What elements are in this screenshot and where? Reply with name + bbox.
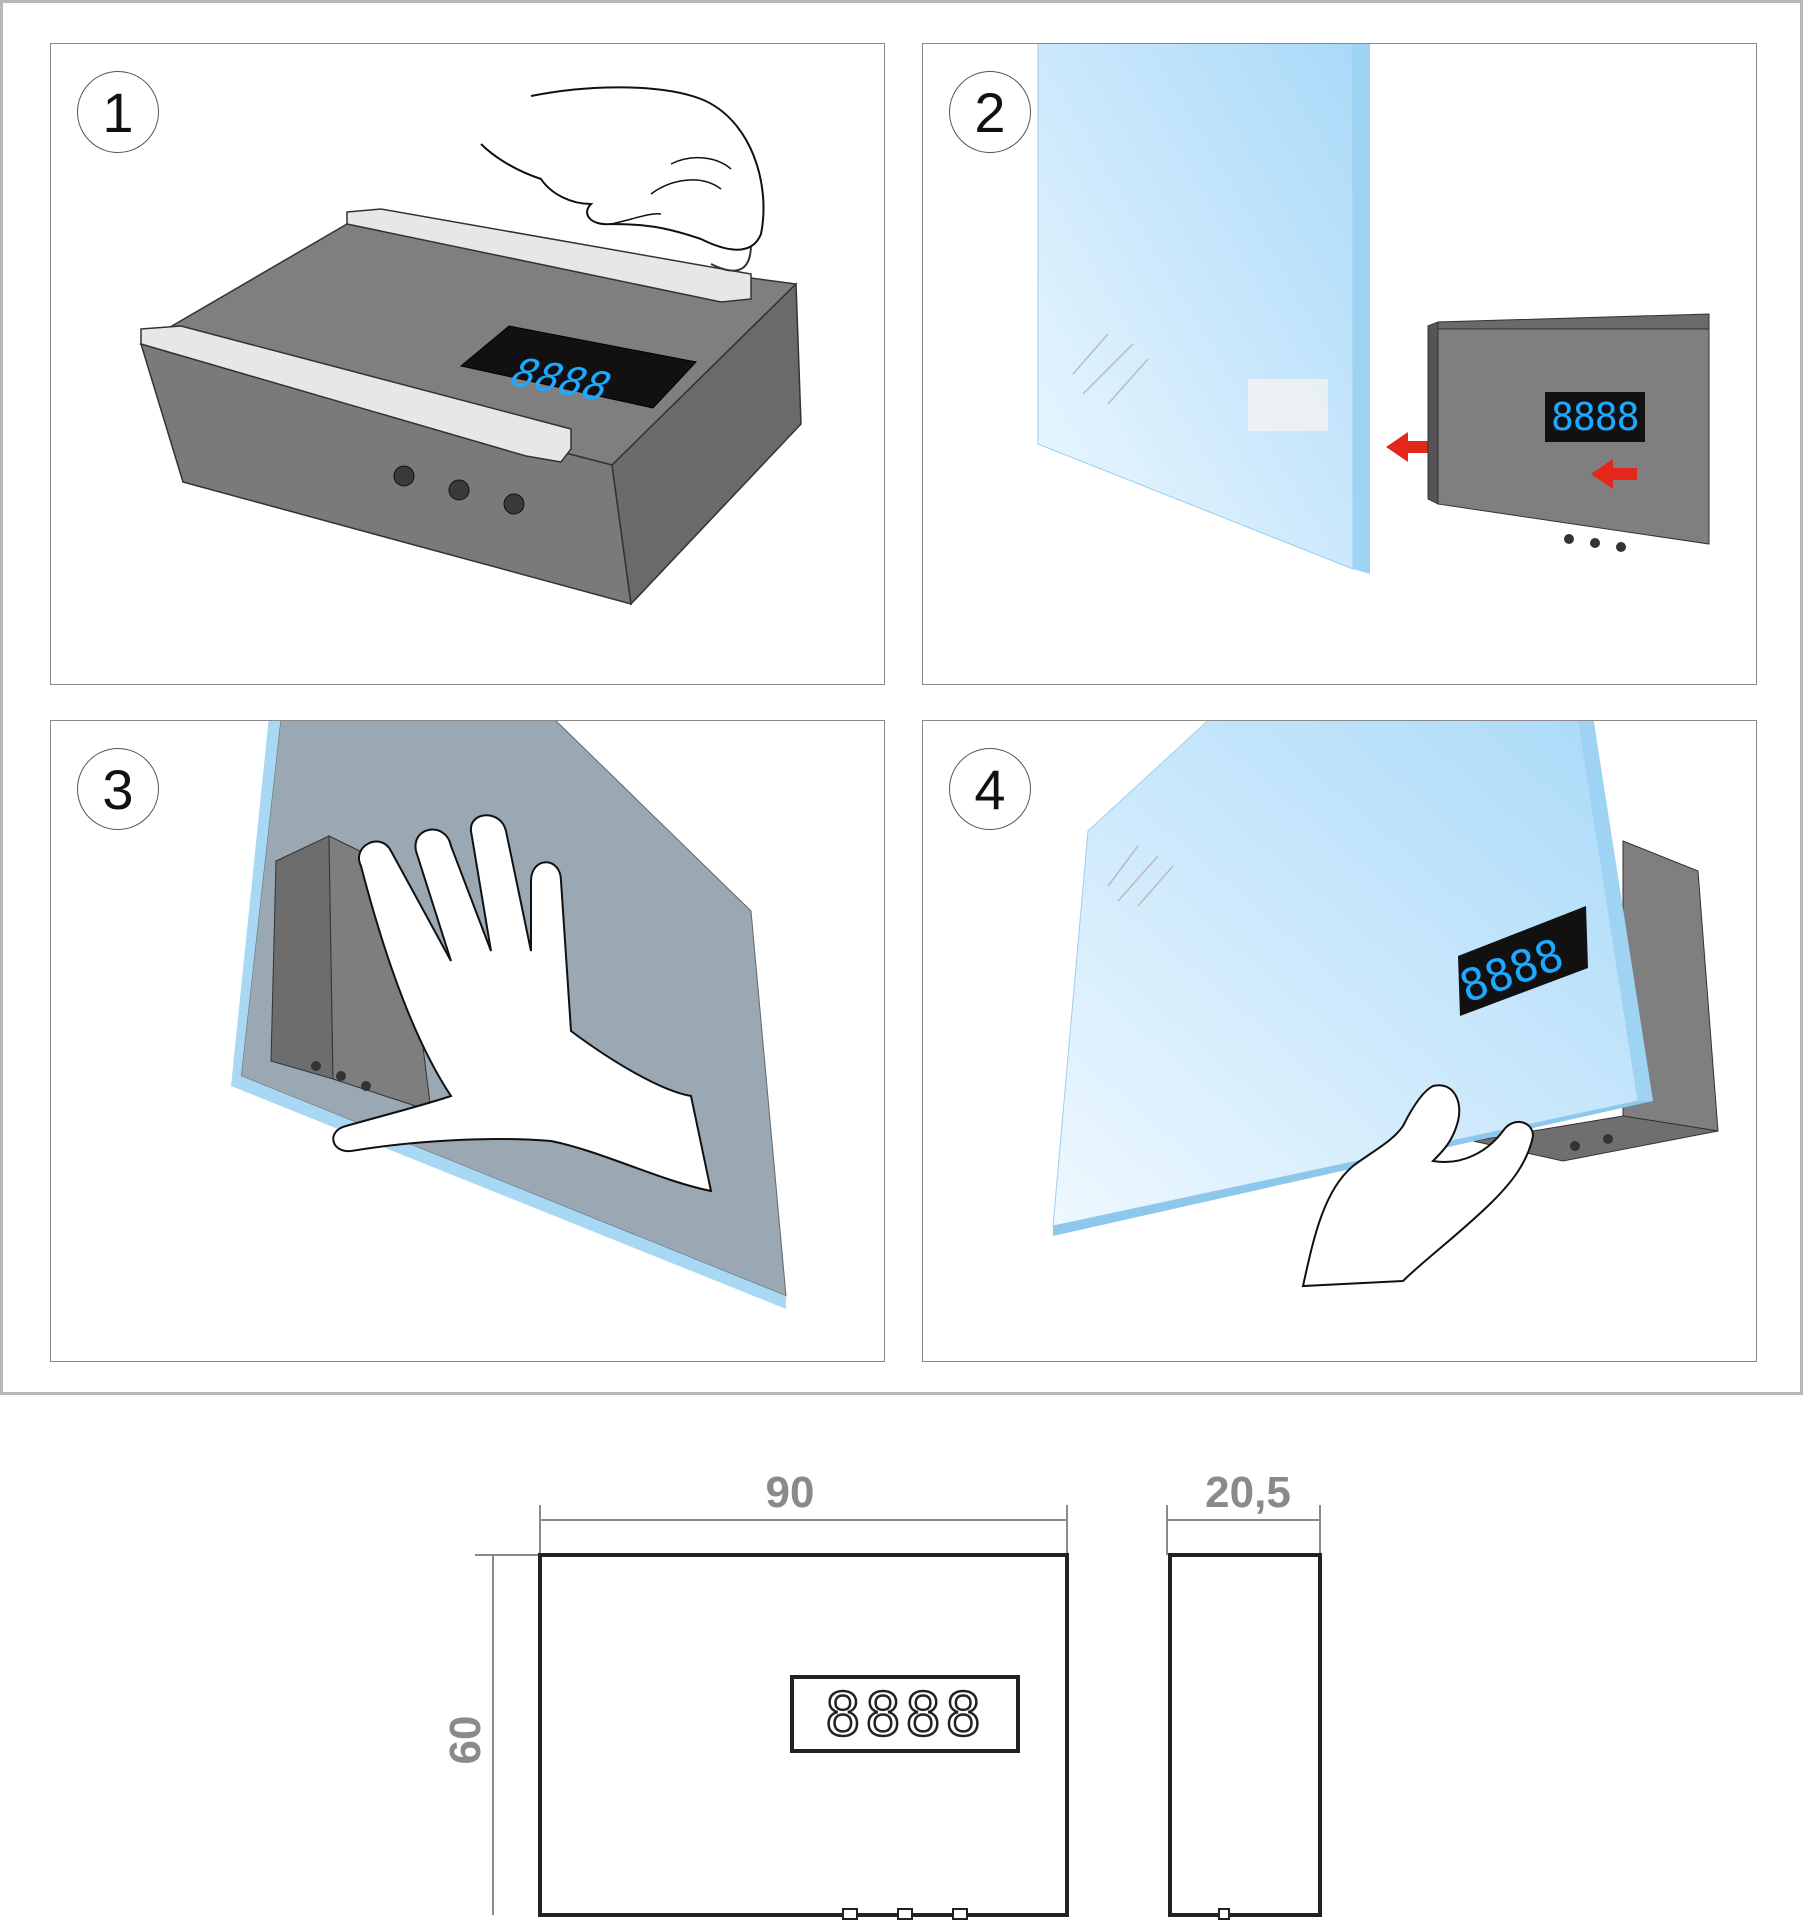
knob	[842, 1908, 858, 1920]
step-number-badge: 2	[949, 71, 1031, 153]
glass-reflection	[1072, 333, 1109, 375]
mirror-edge	[231, 721, 786, 1309]
knob	[952, 1908, 968, 1920]
housing-top	[1437, 313, 1710, 330]
step-4-illustration: 8888	[1052, 721, 1719, 1288]
knob	[393, 465, 415, 487]
arrow-icon	[1386, 432, 1431, 462]
step-2-illustration: 8888	[1037, 44, 1710, 574]
knob	[336, 1071, 346, 1081]
knob	[1218, 1908, 1230, 1920]
display-panel	[1458, 906, 1588, 1016]
mirror-edge	[1353, 44, 1370, 574]
tape-peel	[710, 243, 752, 272]
knob	[1603, 1134, 1613, 1144]
glass-reflection	[1137, 865, 1174, 907]
step-number-badge: 1	[77, 71, 159, 153]
glass-reflection	[1107, 358, 1149, 405]
display-panel	[459, 325, 697, 409]
hand-fingers	[610, 156, 732, 225]
step-2-panel: 2 8888	[922, 43, 1757, 685]
hand-holding-mirror	[1301, 1084, 1535, 1288]
mirror-back	[1037, 44, 1354, 570]
display-panel	[1545, 392, 1645, 442]
depth-label: 20,5	[1205, 1468, 1291, 1517]
step-3-panel: 3	[50, 720, 885, 1362]
step-number-badge: 4	[949, 748, 1031, 830]
step-1-panel: 1 8888	[50, 43, 885, 685]
tape-strip-back	[346, 208, 752, 303]
knob	[503, 493, 525, 515]
housing-side	[611, 282, 802, 606]
height-label: 60	[441, 1716, 490, 1765]
housing-bottom	[1472, 1115, 1719, 1162]
tape-strip-front	[140, 325, 572, 463]
glass-reflection	[1082, 343, 1134, 395]
knob	[361, 1081, 371, 1091]
knob	[1590, 538, 1600, 548]
instructions-frame: 1 8888 2	[0, 0, 1803, 1395]
knob	[1570, 1141, 1580, 1151]
display-digits: 8888	[1551, 395, 1639, 439]
step-4-panel: 4 8888	[922, 720, 1757, 1362]
hand-pressing-mirror	[332, 814, 713, 1193]
housing-front	[1427, 321, 1439, 505]
glass-reflection	[1107, 845, 1139, 887]
knob	[897, 1908, 913, 1920]
knob	[1616, 542, 1626, 552]
dimension-drawing: 90 20,5 60 8888	[441, 1468, 1322, 1920]
step-number-badge: 3	[77, 748, 159, 830]
mirror-edge	[1578, 721, 1653, 1101]
width-label: 90	[766, 1468, 815, 1517]
knob	[1564, 534, 1574, 544]
display-outline	[790, 1675, 1020, 1753]
arrow-icon	[1591, 459, 1637, 489]
knob	[448, 479, 470, 501]
knob	[311, 1061, 321, 1071]
housing-side	[270, 835, 334, 1080]
hand-peeling-tape	[480, 86, 765, 251]
step-1-illustration: 8888	[139, 86, 802, 606]
step-3-illustration	[231, 721, 787, 1309]
side-view-outline	[1168, 1553, 1322, 1917]
glass-reflection	[1117, 855, 1159, 902]
display-digits-outline: 8888	[825, 1680, 986, 1750]
mounting-patch	[1248, 379, 1328, 431]
